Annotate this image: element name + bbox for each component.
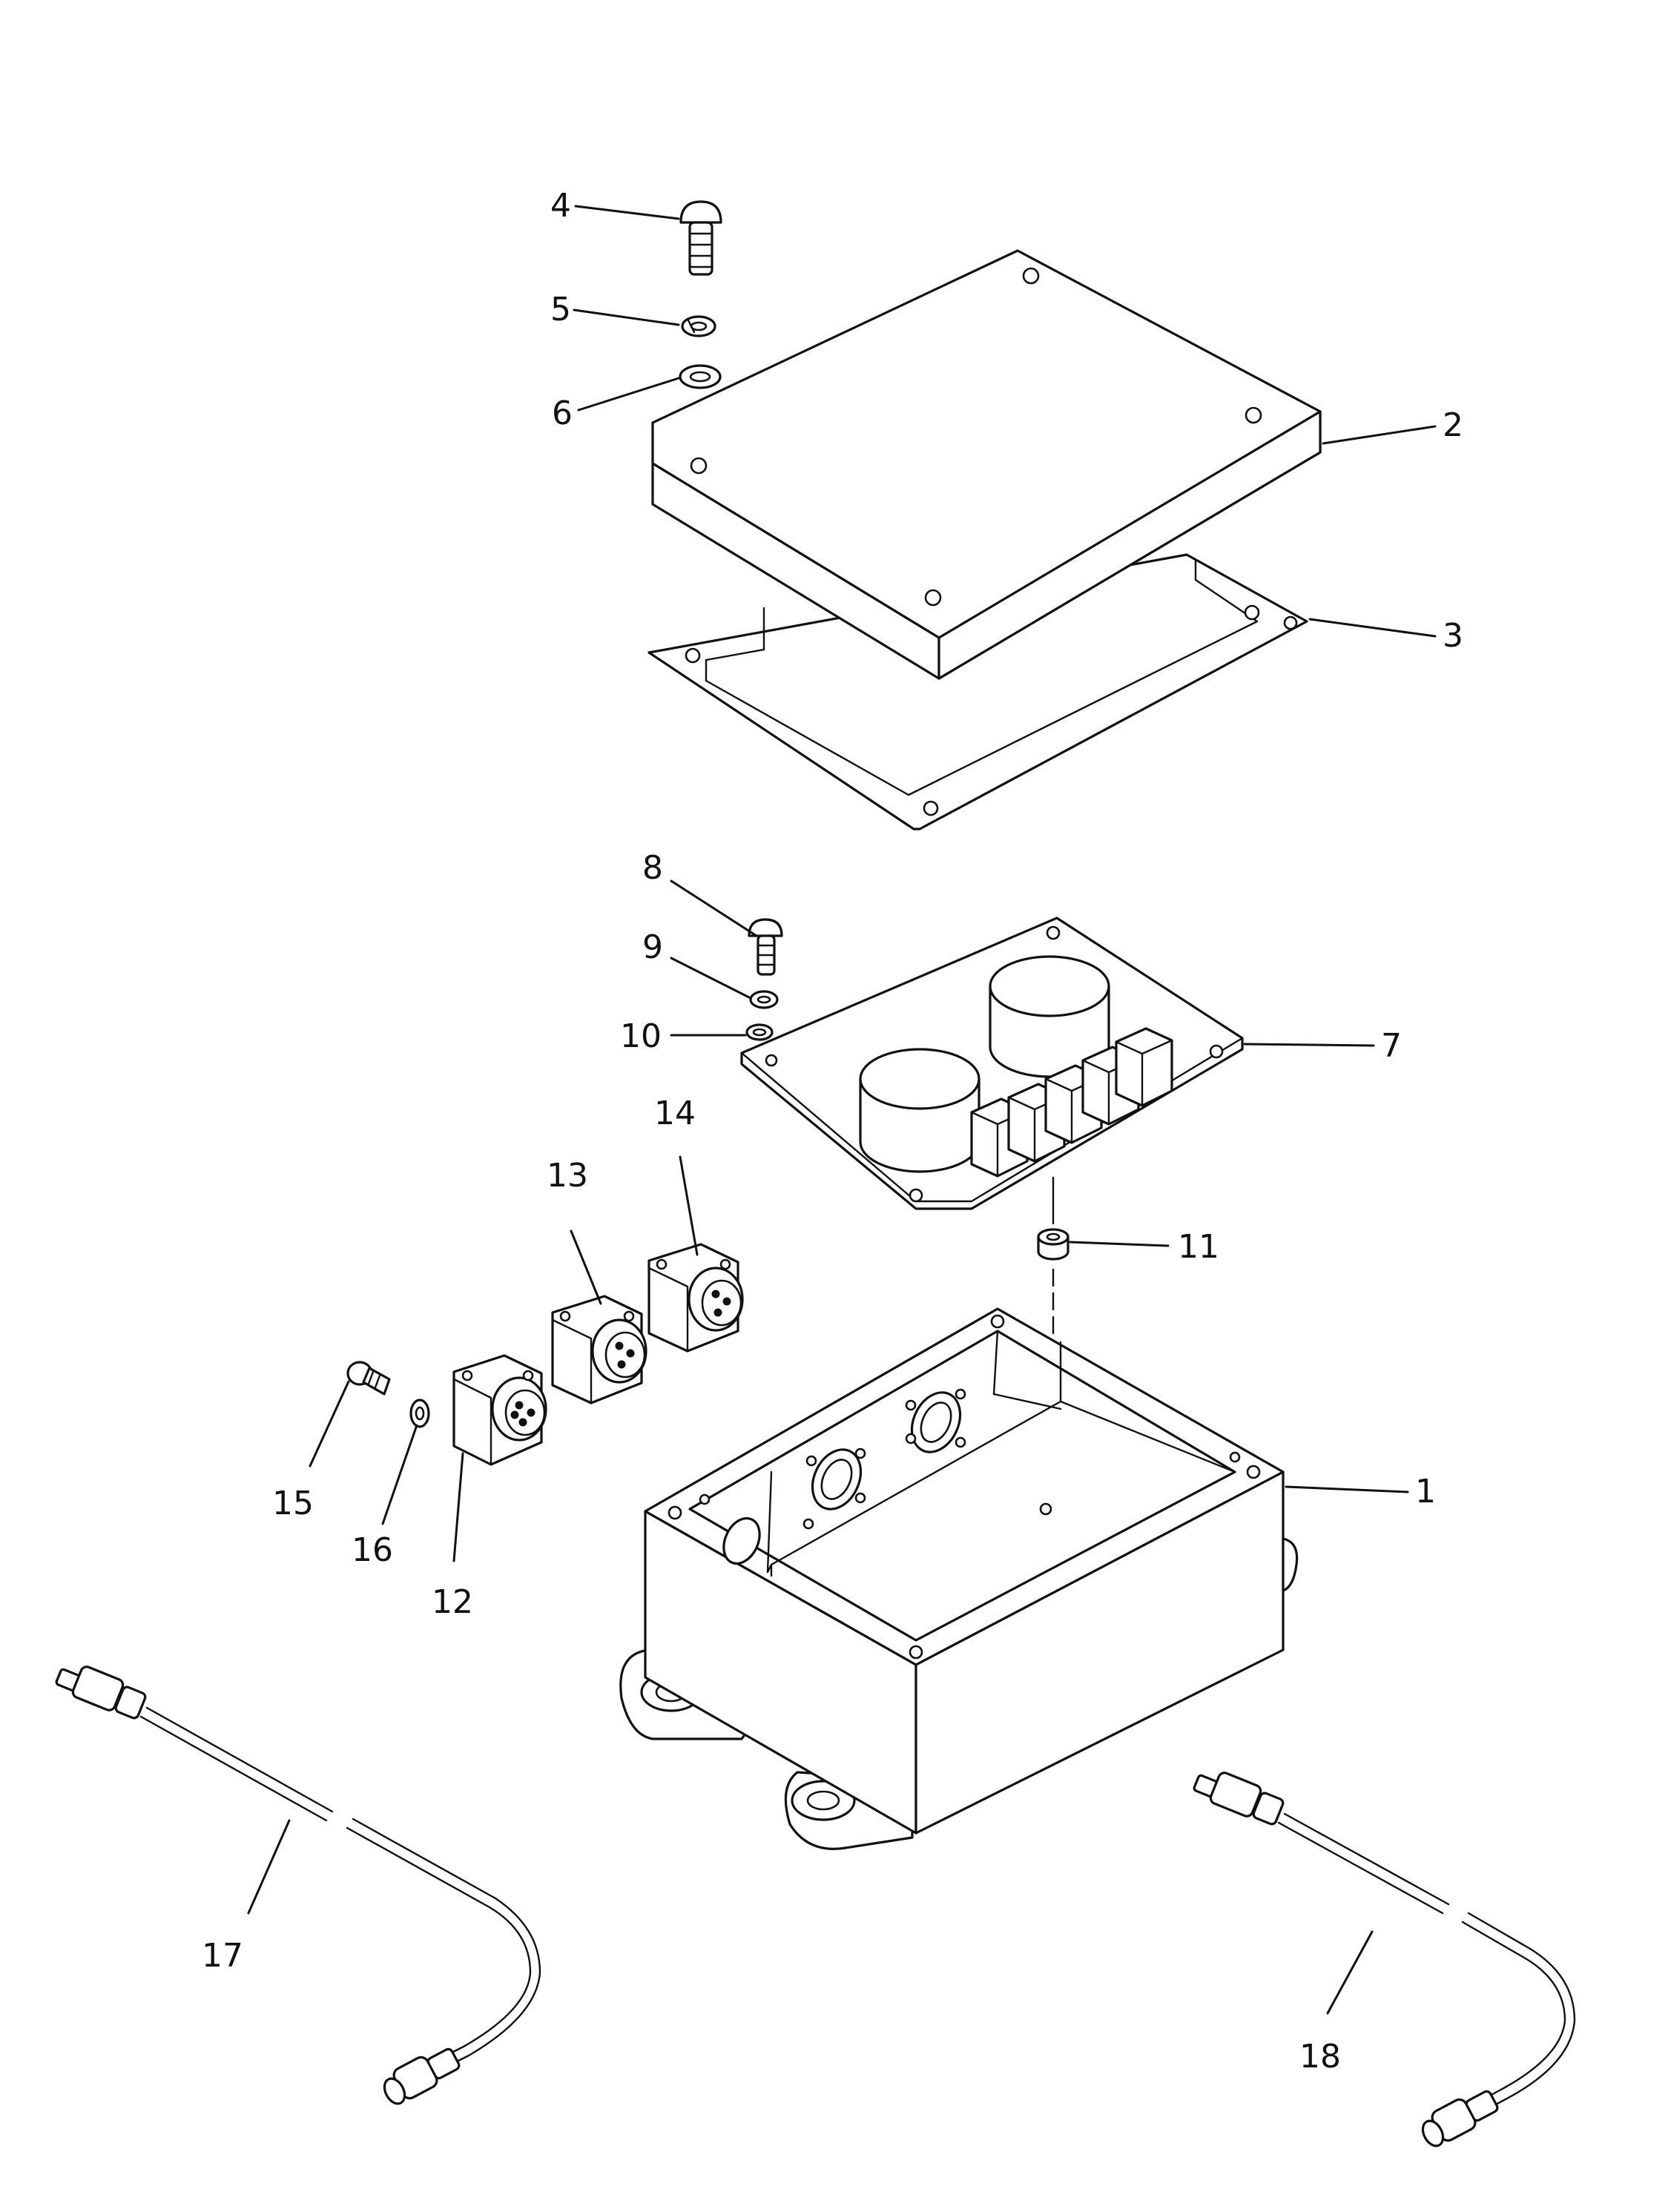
- connector-washer-drawing: [409, 1399, 430, 1428]
- callout-3: 3: [1443, 617, 1463, 655]
- cover-lockwasher-drawing: [681, 315, 716, 337]
- cable-18-drawing: [1193, 1772, 1576, 2147]
- cover-washer-drawing: [679, 364, 722, 389]
- connector-13-drawing: [551, 1295, 647, 1404]
- leader-lines: [247, 205, 1437, 2015]
- callout-2: 2: [1443, 406, 1463, 444]
- relay-blocks: [970, 1027, 1173, 1178]
- callout-16: 16: [352, 1531, 393, 1569]
- board-lockwasher-drawing: [749, 990, 779, 1009]
- callout-7: 7: [1381, 1027, 1402, 1065]
- callout-14: 14: [654, 1095, 696, 1132]
- callout-10: 10: [620, 1017, 662, 1055]
- connector-screw-drawing: [346, 1361, 391, 1396]
- callout-5: 5: [550, 291, 571, 329]
- circuit-board-drawing: [740, 917, 1244, 1210]
- callout-13: 13: [547, 1157, 588, 1195]
- callout-18: 18: [1299, 2038, 1341, 2076]
- callout-11: 11: [1178, 1228, 1219, 1266]
- callout-12: 12: [432, 1583, 473, 1621]
- callout-9: 9: [642, 928, 663, 966]
- cover-screw-drawing: [679, 200, 722, 276]
- callout-4: 4: [550, 187, 571, 225]
- callouts: 4 5 6 2 3 8 9 10 7 11 14 13 15 16 12 1 1…: [202, 187, 1463, 2076]
- gasket-drawing: [647, 553, 1308, 831]
- callout-6: 6: [552, 394, 573, 432]
- case-drawing: [619, 1307, 1299, 1850]
- connector-12-drawing: [452, 1354, 547, 1466]
- board-screw-drawing: [748, 918, 783, 976]
- board-washer-drawing: [745, 1023, 774, 1041]
- callout-15: 15: [272, 1485, 314, 1522]
- cable-17-drawing: [55, 1665, 541, 2105]
- callout-1: 1: [1415, 1473, 1436, 1511]
- connector-14-drawing: [647, 1243, 744, 1353]
- cover-drawing: [651, 249, 1322, 680]
- callout-8: 8: [642, 849, 663, 887]
- callout-17: 17: [202, 1937, 243, 1975]
